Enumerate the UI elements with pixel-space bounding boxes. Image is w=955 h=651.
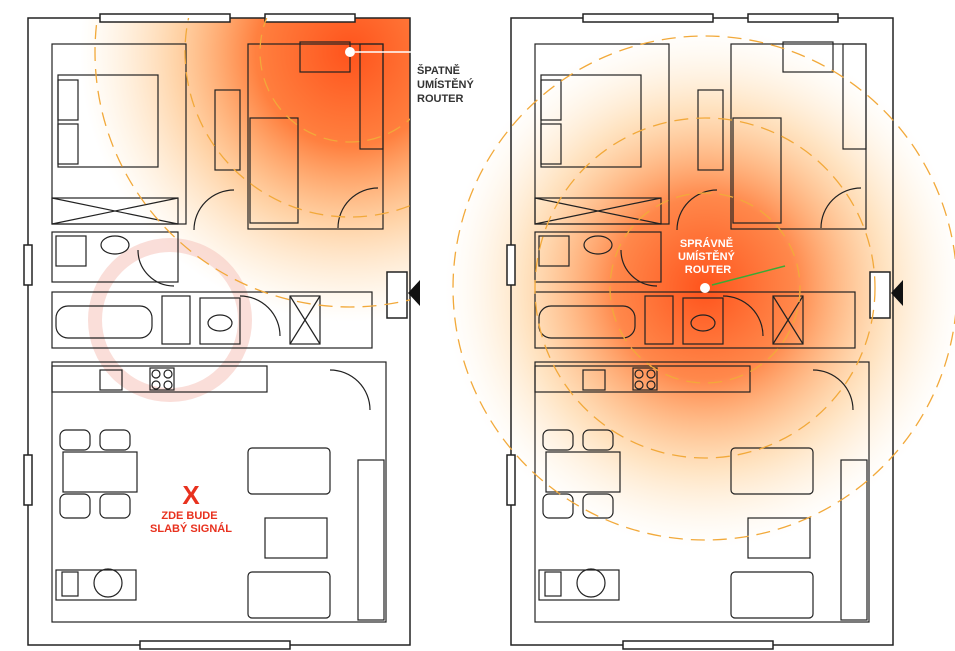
watermark-logo xyxy=(88,238,252,402)
router-pointer-line xyxy=(711,265,786,286)
left-floor-plan: ŠPATNĚ UMÍSTĚNÝ ROUTER X ZDE BUDE SLABÝ … xyxy=(23,13,477,650)
bad-router-label: ŠPATNĚ UMÍSTĚNÝ ROUTER xyxy=(417,64,477,105)
left-signal-range-circles xyxy=(94,18,410,308)
right-signal-range-circles xyxy=(452,35,955,541)
weak-signal-label: ZDE BUDE SLABÝ SIGNÁL xyxy=(150,510,232,535)
right-floor-plan: SPRÁVNĚ UMÍSTĚNÝ ROUTER xyxy=(445,13,955,650)
good-router-label: SPRÁVNĚ UMÍSTĚNÝ ROUTER xyxy=(678,237,738,276)
bad-router-icon xyxy=(345,47,355,57)
weak-signal-x-icon: X xyxy=(182,480,200,510)
good-router-icon xyxy=(700,283,710,293)
